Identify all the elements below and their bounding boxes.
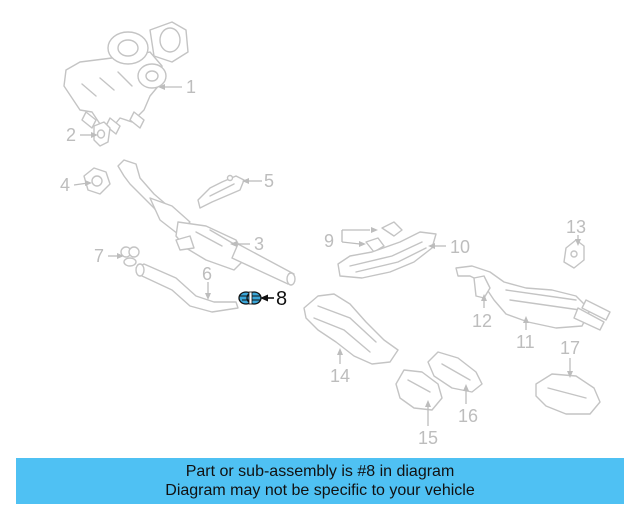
info-banner: Part or sub-assembly is #8 in diagram Di… <box>16 458 624 504</box>
part-heat-shield-17[interactable] <box>535 373 601 415</box>
callout-17: 17 <box>560 338 580 358</box>
part-heat-shield-15[interactable] <box>395 369 443 411</box>
part-catalytic-converter[interactable] <box>117 159 296 286</box>
callout-7: 7 <box>94 246 104 266</box>
part-hanger-12[interactable] <box>473 275 491 299</box>
exhaust-parts-diagram: 1 2 4 5 3 7 6 8 9 10 13 12 11 14 15 16 1… <box>60 21 611 448</box>
callout-16: 16 <box>458 406 478 426</box>
part-clamp-7[interactable] <box>120 246 140 267</box>
callout-9: 9 <box>324 231 334 251</box>
part-heat-shield-10[interactable] <box>337 231 437 279</box>
banner-line-part: Part or sub-assembly is #8 in diagram <box>185 463 455 480</box>
part-8-highlighted[interactable] <box>238 291 262 305</box>
part-turbocharger[interactable] <box>63 21 189 135</box>
part-heat-shield-5[interactable] <box>197 174 245 209</box>
part-bracket-9[interactable] <box>365 221 403 253</box>
part-bracket-13[interactable] <box>563 239 585 269</box>
part-heat-shield-16[interactable] <box>427 351 483 393</box>
callout-6: 6 <box>202 264 212 284</box>
callout-3: 3 <box>254 234 264 254</box>
callout-10: 10 <box>450 237 470 257</box>
callout-13: 13 <box>566 217 586 237</box>
callout-1: 1 <box>186 77 196 97</box>
callout-14: 14 <box>330 366 350 386</box>
part-gasket-4[interactable] <box>83 167 111 195</box>
callout-8: 8 <box>276 288 287 310</box>
callout-15: 15 <box>418 428 438 448</box>
callout-12: 12 <box>472 311 492 331</box>
callout-2: 2 <box>66 125 76 145</box>
callout-4: 4 <box>60 175 70 195</box>
callout-leaders <box>73 84 581 426</box>
part-rear-muffler[interactable] <box>455 265 611 331</box>
callout-11: 11 <box>516 332 535 352</box>
part-gasket-2[interactable] <box>93 121 111 147</box>
banner-line-disclaimer: Diagram may not be specific to your vehi… <box>165 482 475 499</box>
part-heat-shield-14[interactable] <box>303 293 399 365</box>
part-pipe-6[interactable] <box>135 263 239 313</box>
callout-5: 5 <box>264 171 274 191</box>
